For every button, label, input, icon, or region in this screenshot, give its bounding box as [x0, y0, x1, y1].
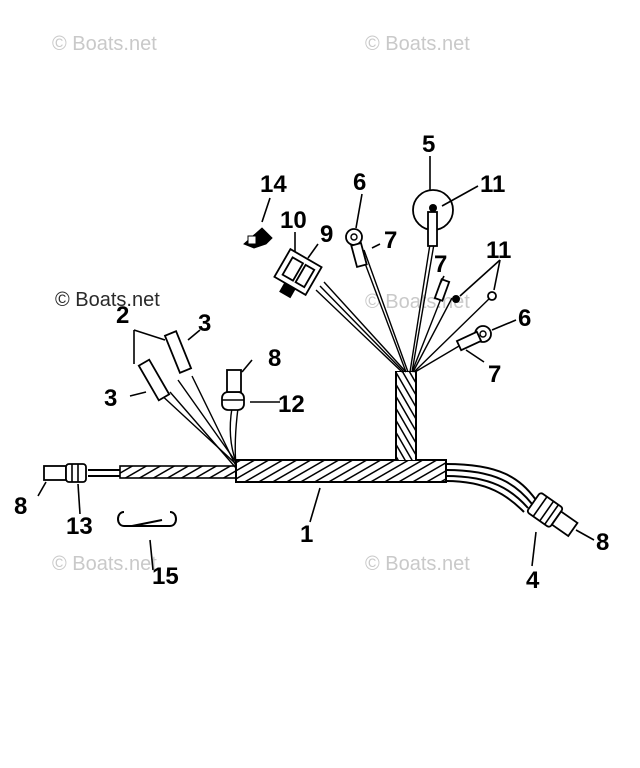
callout-14: 14 — [260, 171, 287, 198]
callout-1: 1 — [300, 521, 313, 548]
watermark-top-left: © Boats.net — [52, 33, 157, 55]
part-15-clip — [117, 511, 177, 527]
callout-6-lower: 6 — [518, 305, 531, 332]
callout-2: 2 — [116, 302, 129, 329]
ring-terminal-6-lower — [455, 325, 492, 352]
callout-11-right: 11 — [486, 237, 511, 264]
callout-7-upper: 7 — [384, 227, 397, 254]
callout-9: 9 — [320, 221, 333, 248]
callout-3-lower: 3 — [104, 385, 117, 412]
connector-13 — [43, 463, 87, 483]
callout-4: 4 — [526, 567, 540, 594]
watermark-bottom-left: © Boats.net — [52, 553, 157, 575]
callout-8-connector-12: 8 — [268, 345, 281, 372]
callout-11-upper: 11 — [480, 171, 505, 198]
part-14-clip — [243, 227, 273, 249]
watermark-top-right: © Boats.net — [365, 33, 470, 55]
watermark-bottom-right: © Boats.net — [365, 553, 470, 575]
ring-terminal-6-upper — [345, 228, 368, 269]
connector-12 — [221, 369, 245, 467]
bullet-connectors-3 — [137, 330, 237, 469]
connector-4 — [526, 492, 579, 538]
connector-9 — [273, 247, 323, 299]
terminals-11-right — [433, 278, 497, 303]
callout-10: 10 — [280, 207, 307, 234]
watermark-mid-left: © Boats.net — [55, 289, 160, 311]
leader-lines — [37, 156, 595, 571]
callout-15: 15 — [152, 563, 179, 590]
part-5-ring — [412, 189, 454, 247]
callout-12: 12 — [278, 391, 305, 418]
right-wire-bundle — [445, 463, 537, 513]
callout-8-left: 8 — [14, 493, 27, 520]
callout-7-lower: 7 — [488, 361, 501, 388]
callout-3-upper: 3 — [198, 310, 211, 337]
breakout-wires — [315, 243, 493, 373]
callout-13: 13 — [66, 513, 93, 540]
callout-8-right: 8 — [596, 529, 609, 556]
callout-5: 5 — [422, 131, 435, 158]
callout-7-middle: 7 — [434, 251, 447, 278]
callout-6-upper: 6 — [353, 169, 366, 196]
main-harness-trunk — [88, 371, 447, 483]
